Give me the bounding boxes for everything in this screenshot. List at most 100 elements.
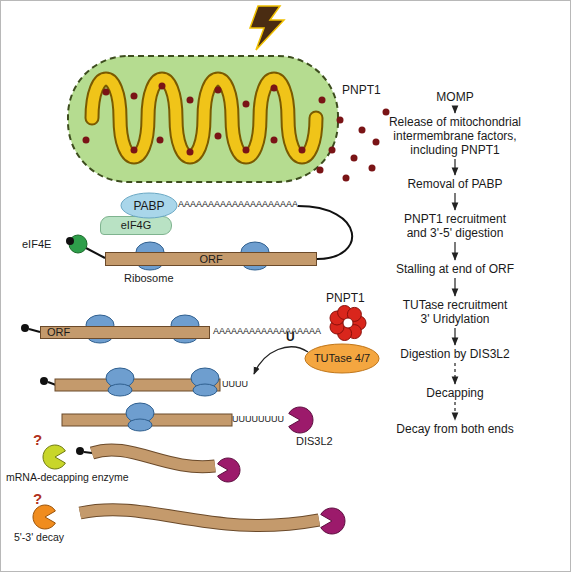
mrna-5utr [86,248,105,258]
orf-bar: ORF [40,326,210,339]
process-step: PNPT1 recruitment and 3'-5' digestion [399,212,511,240]
outer-membrane [68,56,338,182]
protein-label: PNPT1 [326,292,365,305]
step-text: Decapping [415,386,495,400]
flow-arrow [454,402,455,420]
mrna-cap [66,237,74,245]
node-text: ORF [47,327,70,338]
mrna-body [92,450,215,467]
pnpt1-dot [187,97,194,104]
pnpt1-dot [215,133,222,140]
eif4g-protein: eIF4G [100,216,172,235]
dis3l2-enzyme [218,458,240,482]
mitochondrion [68,56,338,182]
decapping-enzyme [43,445,65,469]
flow-arrow [454,328,455,345]
node-text: eIF4G [121,220,152,231]
enzyme-label: mRNA-decapping enzyme [6,472,129,484]
step-text: TUTase recruitment 3' Uridylation [399,298,511,326]
process-step: Decapping [415,386,495,400]
mrna-dis3l2-digestion [62,407,313,433]
node-text: TUTase 4/7 [314,353,370,364]
ribosome-label: Ribosome [124,272,174,284]
orf-bar [55,379,220,391]
pnpt1-dots [83,83,390,182]
ribosome-small-subunit [88,331,112,343]
pnpt1-dot [131,147,138,154]
pnpt1-dot [103,89,110,96]
protein-label: eIF4E [22,238,51,250]
ribosome-large-subunit [106,368,134,388]
process-step: Digestion by DIS3L2 [390,347,520,361]
mrna-body-outline [92,450,215,467]
polya-tail: AAAAAAAAAAAAAAAAAAAA [178,200,298,210]
step-text: Decay from both ends [390,422,520,436]
pnpt1-dot [271,85,278,92]
pnpt1-dot [319,97,326,104]
mrna-cap [40,377,48,385]
ribosome-small-subunit [138,258,162,270]
nucleotide-label: U [286,331,295,344]
pnpt1-dot [243,147,250,154]
pnpt1-dot [299,147,306,154]
flow-arrow [454,159,455,175]
pabp-protein: PABP [120,192,178,219]
mrna-cap [76,447,84,455]
mrna-pnpt1-digestion [21,306,366,341]
pnpt1-dot [369,165,376,172]
pnpt1-dot [187,149,194,156]
pnpt1-dot [337,117,344,124]
pabp-protein-shape [121,193,177,218]
oligo-u-tail: UUUUUUUU [232,415,284,425]
cristae-outline [92,79,316,157]
step-text: MOMP [425,90,485,104]
ribosome-large-subunit [86,315,114,335]
uridine-transfer-arrow [254,347,308,374]
exonuclease-5-3 [33,505,55,529]
dis3l2-enzyme [289,407,313,433]
flow-arrow [454,363,455,384]
ribosome-large-subunit [191,368,219,388]
ribosome-small-subunit [193,384,217,396]
protein-label: DIS3L2 [296,435,333,447]
ribosome-large-subunit [241,242,269,262]
pnpt1-dot [215,87,222,94]
tutase-enzyme: TUTase 4/7 [304,343,380,374]
pnpt1-dot [383,109,390,116]
process-step: Decay from both ends [390,422,520,436]
ribosome-small-subunit [243,258,267,270]
flow-arrow [454,278,455,296]
step-text: Stalling at end of ORF [390,262,520,276]
node-text: PABP [133,200,164,212]
process-step: Removal of PABP [395,177,515,191]
flow-arrow [454,106,455,113]
cristae [92,79,316,157]
process-step: MOMP [425,90,485,104]
question-mark: ? [33,491,42,508]
process-step: TUTase recruitment 3' Uridylation [399,298,511,326]
pnpt1-dot [373,139,380,146]
pnpt1-dot [359,127,366,134]
pnpt1-dot [157,137,164,144]
question-mark: ? [33,432,42,449]
dis3l2-enzyme [321,508,345,534]
ribosome-large-subunit [136,242,164,262]
mrna-5utr [84,452,92,453]
flow-arrow [454,242,455,260]
step-text: Digestion by DIS3L2 [390,347,520,361]
node-text: ORF [199,254,222,265]
mrna-5utr [29,329,40,332]
mrna-uridylation [40,347,308,391]
ribosome-large-subunit [126,403,154,423]
pnpt1-enzyme [330,306,366,341]
pnpt1-dot [271,137,278,144]
mrna-bidirectional-decay [33,505,345,534]
step-text: Removal of PABP [395,177,515,191]
pnpt1-dot [317,167,324,174]
ribosomes [86,242,269,431]
polya-tail: AAAAAAAAAAAAAAAAAA [213,327,321,337]
mrna-cap [21,324,29,332]
process-step: Stalling at end of ORF [390,262,520,276]
step-text: Release of mitochondrial intermembrane f… [380,115,530,157]
